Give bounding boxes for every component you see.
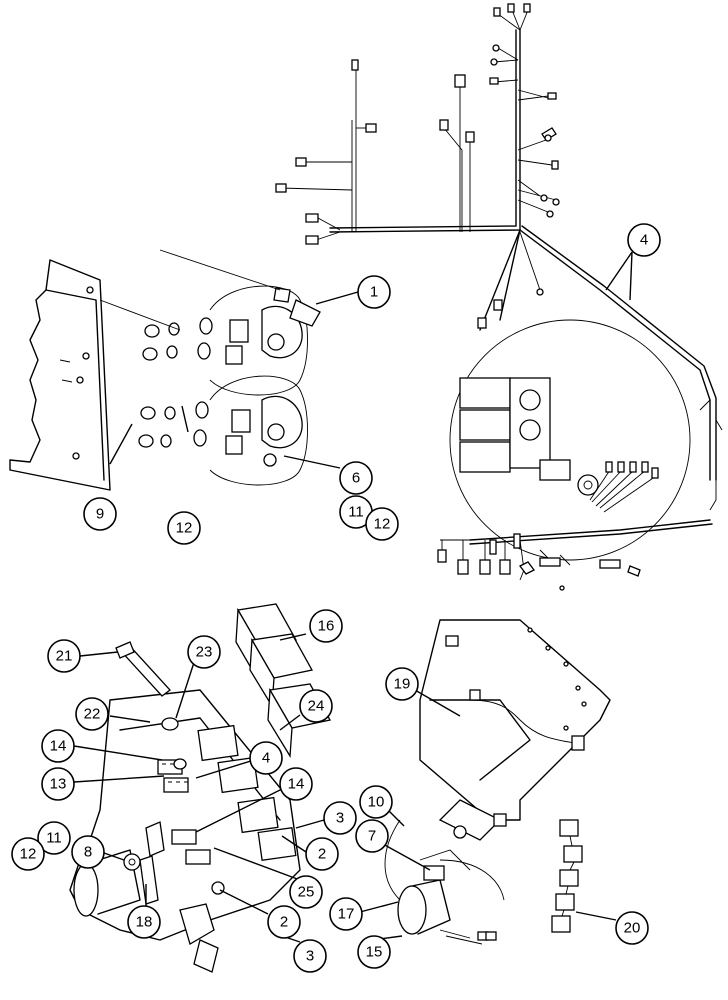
callout-13: 13: [41, 767, 75, 801]
panel-assembly: [384, 619, 611, 945]
svg-text:15: 15: [366, 944, 383, 961]
callout-4: 4: [627, 223, 661, 257]
callout-12: 12: [365, 507, 399, 541]
svg-text:11: 11: [46, 830, 62, 847]
callout-15: 15: [357, 935, 391, 969]
callout-3: 3: [323, 801, 357, 835]
callout-4: 4: [249, 741, 283, 775]
callout-22: 22: [75, 697, 109, 731]
callout-7: 7: [355, 819, 389, 853]
svg-text:13: 13: [50, 776, 67, 793]
svg-text:19: 19: [394, 676, 411, 693]
callout-17: 17: [329, 897, 363, 931]
callout-11: 11: [339, 495, 373, 529]
svg-text:21: 21: [56, 648, 73, 665]
svg-text:2: 2: [280, 914, 288, 931]
callout-19: 19: [385, 667, 419, 701]
svg-text:2: 2: [318, 846, 326, 863]
solenoid-assembly: [99, 249, 321, 486]
svg-text:3: 3: [336, 810, 344, 827]
svg-text:4: 4: [262, 750, 270, 767]
callout-3: 3: [293, 939, 327, 973]
svg-text:22: 22: [84, 706, 101, 723]
callout-24: 24: [299, 689, 333, 723]
callout-11: 11: [37, 821, 71, 855]
svg-text:9: 9: [96, 506, 104, 523]
callout-1: 1: [357, 275, 391, 309]
callout-12: 12: [167, 511, 201, 545]
callout-23: 23: [187, 635, 221, 669]
callout-20: 20: [615, 911, 649, 945]
callout-bubbles: 1 4 6 11 12 9 12 16: [11, 223, 661, 973]
svg-text:12: 12: [374, 516, 391, 533]
svg-text:3: 3: [306, 948, 314, 965]
callout-leaders: [73, 251, 633, 943]
fuse-relay-box: [69, 603, 331, 973]
svg-text:11: 11: [348, 504, 364, 521]
detail-circle: [437, 319, 691, 591]
svg-text:25: 25: [298, 884, 315, 901]
callout-16: 16: [309, 609, 343, 643]
svg-text:1: 1: [370, 284, 378, 301]
svg-text:24: 24: [308, 698, 325, 715]
callout-21: 21: [47, 639, 81, 673]
svg-text:18: 18: [136, 914, 153, 931]
callout-2: 2: [267, 905, 301, 939]
svg-text:8: 8: [84, 844, 92, 861]
svg-text:10: 10: [368, 794, 385, 811]
mounting-bracket: [9, 249, 321, 491]
callout-18: 18: [127, 905, 161, 939]
svg-text:14: 14: [288, 776, 305, 793]
nut-washer-stack: [138, 317, 213, 448]
callout-6: 6: [339, 461, 373, 495]
svg-text:14: 14: [50, 738, 67, 755]
svg-text:12: 12: [20, 846, 37, 863]
svg-text:12: 12: [176, 520, 193, 537]
callout-2: 2: [305, 837, 339, 871]
callout-10: 10: [359, 785, 393, 819]
callout-9: 9: [83, 497, 117, 531]
callout-14: 14: [279, 767, 313, 801]
svg-text:16: 16: [318, 618, 335, 635]
svg-text:6: 6: [352, 470, 360, 487]
callout-14: 14: [41, 729, 75, 763]
callout-8: 8: [71, 835, 105, 869]
svg-text:20: 20: [624, 920, 641, 937]
svg-text:23: 23: [196, 644, 213, 661]
svg-text:4: 4: [640, 232, 648, 249]
svg-text:7: 7: [368, 828, 376, 845]
svg-text:17: 17: [338, 906, 355, 923]
callout-12: 12: [11, 837, 45, 871]
callout-25: 25: [289, 875, 323, 909]
connector-set: [551, 819, 583, 933]
wire-harness: [275, 3, 723, 545]
